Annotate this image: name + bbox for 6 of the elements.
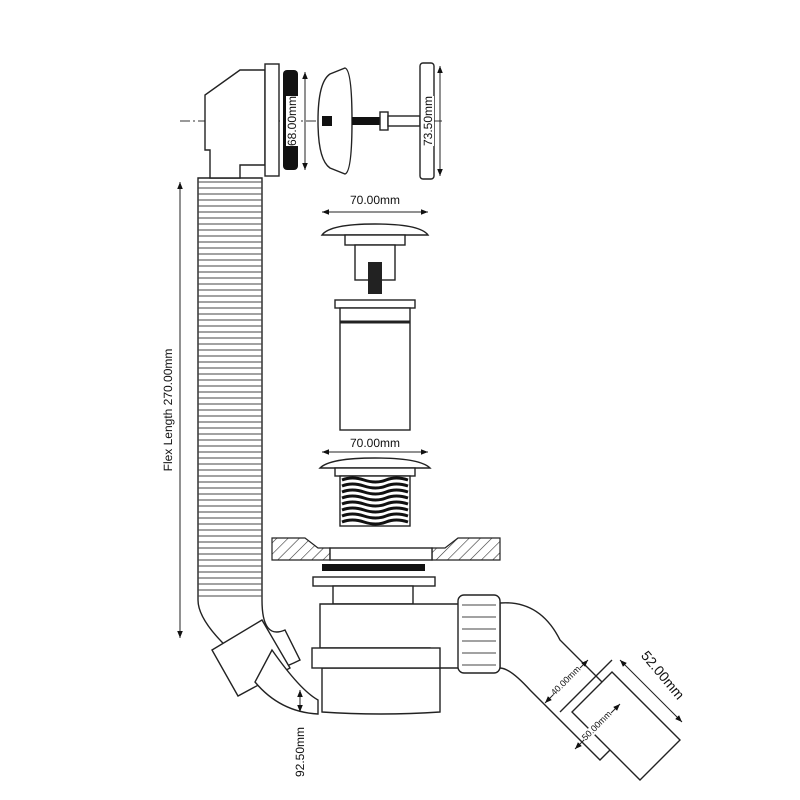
dimension-label: 70.00mm xyxy=(350,437,400,449)
dimension-label: 68.00mm xyxy=(286,96,298,146)
dimension-label: Flex Length 270.00mm xyxy=(162,348,174,472)
dimension-label: 73.50mm xyxy=(422,96,434,146)
dimension-label: 92.50mm xyxy=(294,726,306,778)
dimension-label: 70.00mm xyxy=(350,194,400,206)
